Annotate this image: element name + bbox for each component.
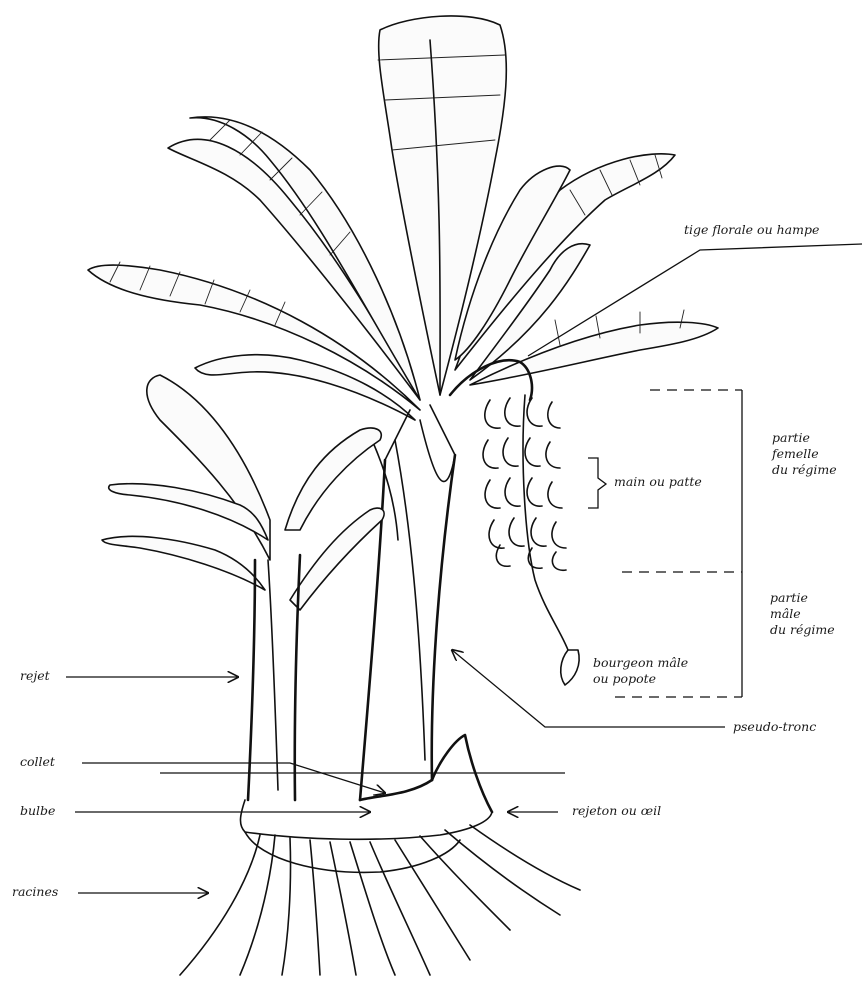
banana-bunch	[483, 395, 579, 685]
label-collet: collet	[20, 754, 55, 770]
label-partie-male: partie mâle du régime	[770, 590, 855, 638]
label-partie-male-line1: partie	[770, 590, 855, 606]
label-partie-male-line2: mâle	[770, 606, 855, 622]
label-racines: racines	[12, 884, 58, 900]
label-partie-femelle: partie femelle du régime	[772, 430, 857, 478]
label-partie-femelle-line3: du régime	[772, 462, 857, 478]
label-bulbe: bulbe	[20, 803, 55, 819]
main-plant-leaves	[88, 16, 718, 420]
pseudo-trunk	[360, 360, 532, 800]
label-bourgeon-line1: bourgeon mâle	[593, 655, 713, 671]
label-partie-male-line3: du régime	[770, 622, 855, 638]
label-main-ou-patte: main ou patte	[614, 474, 702, 490]
label-partie-femelle-line1: partie	[772, 430, 857, 446]
bulb	[240, 735, 492, 872]
rejet-plant	[102, 375, 384, 800]
label-partie-femelle-line2: femelle	[772, 446, 857, 462]
label-pseudo-tronc: pseudo-tronc	[733, 719, 816, 735]
label-bourgeon-male: bourgeon mâle ou popote	[593, 655, 713, 687]
label-bourgeon-line2: ou popote	[593, 671, 713, 687]
label-rejet: rejet	[20, 668, 50, 684]
label-tige-florale: tige florale ou hampe	[684, 222, 819, 238]
label-rejeton-ou-oeil: rejeton ou œil	[572, 803, 661, 819]
roots	[180, 825, 580, 975]
